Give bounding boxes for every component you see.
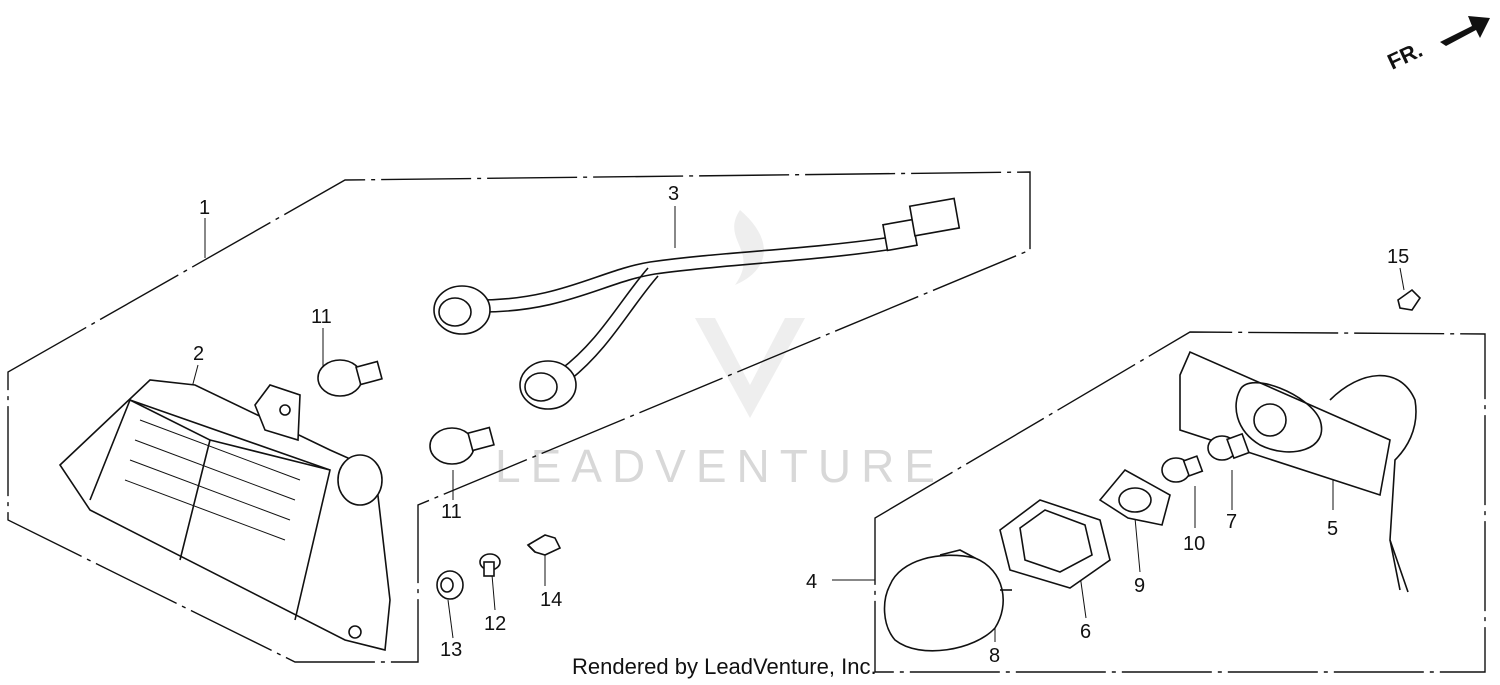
callout-7: 7 xyxy=(1226,511,1237,533)
callout-9: 9 xyxy=(1134,575,1145,597)
grommet xyxy=(436,570,464,600)
gasket xyxy=(1098,468,1171,526)
clip-nut xyxy=(1397,288,1422,311)
front-arrow-icon xyxy=(1440,16,1490,46)
bulb-lower xyxy=(429,426,495,465)
callout-1: 1 xyxy=(199,197,210,219)
lens-cover xyxy=(999,499,1111,589)
rendered-by-credit: Rendered by LeadVenture, Inc. xyxy=(572,654,877,679)
bulb-socket xyxy=(1207,432,1250,461)
callout-5: 5 xyxy=(1327,518,1338,540)
callout-11-lower: 11 xyxy=(441,501,462,523)
wire-harness xyxy=(433,197,961,410)
callout-13: 13 xyxy=(440,639,462,661)
callout-14: 14 xyxy=(540,589,562,611)
assembly-group-outline-2 xyxy=(874,331,1486,673)
tail-light-housing xyxy=(58,379,391,652)
callout-8: 8 xyxy=(989,645,1000,667)
bolt xyxy=(526,534,562,556)
license-light-lens xyxy=(883,549,1012,652)
bulb-upper xyxy=(317,359,383,397)
callout-12: 12 xyxy=(484,613,506,635)
callout-2: 2 xyxy=(193,343,204,365)
collar xyxy=(479,553,501,577)
license-light-base xyxy=(1179,350,1417,593)
callout-6: 6 xyxy=(1080,621,1091,643)
watermark-text: LEADVENTURE xyxy=(495,440,945,492)
callout-10: 10 xyxy=(1183,533,1205,555)
front-direction-indicator: FR. xyxy=(1384,16,1490,75)
assembly-group-outline-1 xyxy=(7,171,1031,663)
small-bulb xyxy=(1161,455,1204,483)
watermark-logo xyxy=(695,210,805,418)
callout-4: 4 xyxy=(806,571,817,593)
callout-15: 15 xyxy=(1387,246,1409,268)
front-direction-label: FR. xyxy=(1384,37,1427,75)
callout-3: 3 xyxy=(668,183,679,205)
callout-11-upper: 11 xyxy=(311,306,332,328)
